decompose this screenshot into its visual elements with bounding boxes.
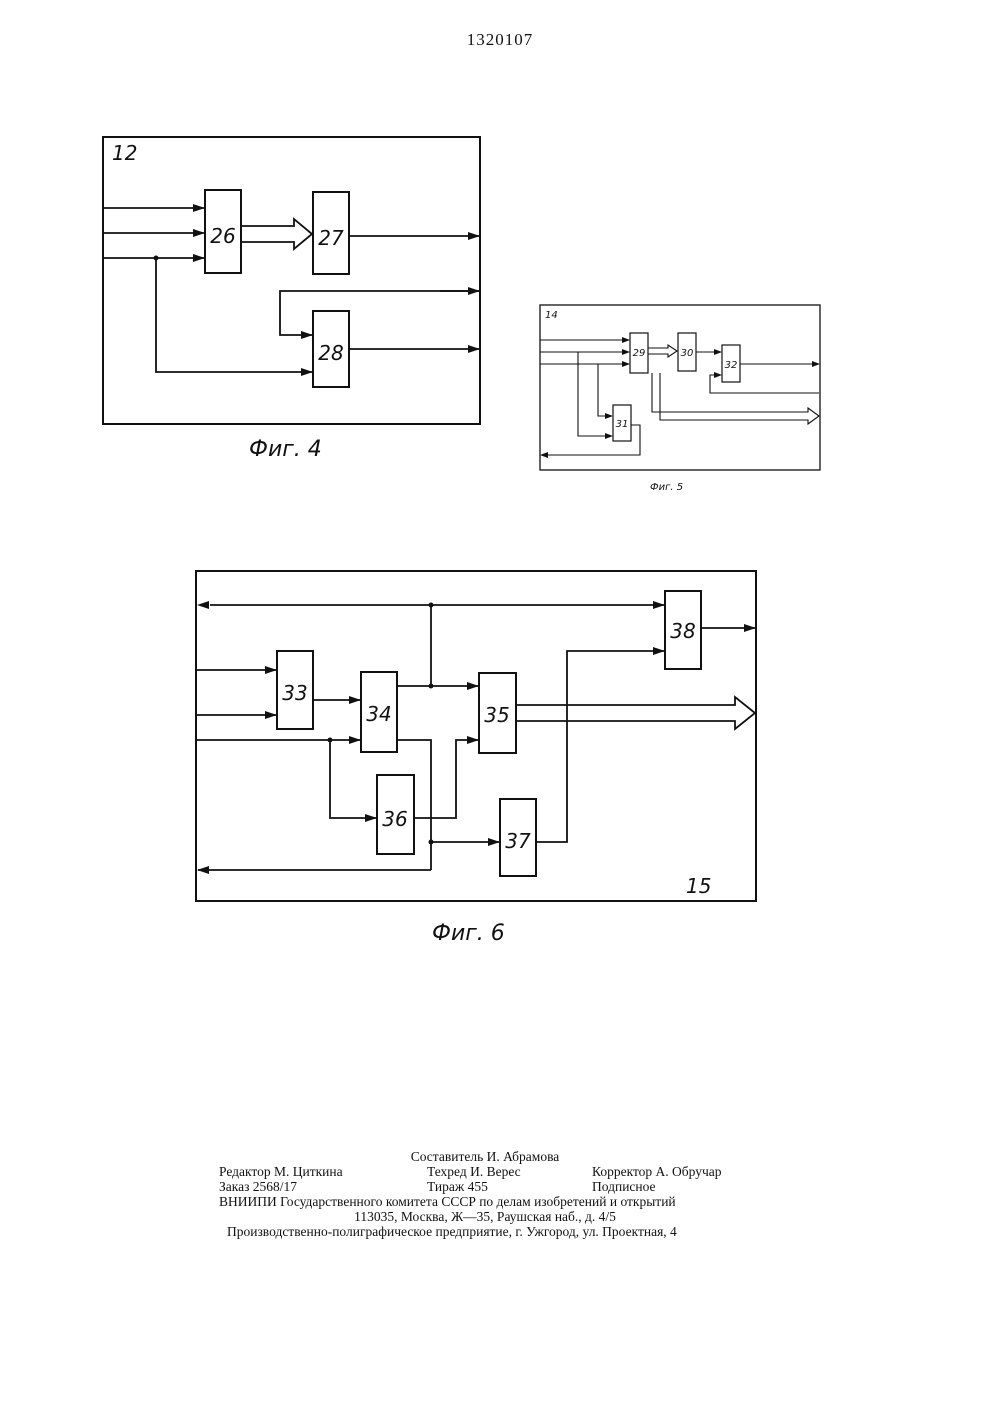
fig6-bus-output-35 [516, 697, 755, 729]
fig4-block-27-label: 27 [318, 226, 344, 250]
colophon-address: 113035, Москва, Ж—35, Раушская наб., д. … [215, 1209, 755, 1224]
fig4-frame [103, 137, 480, 424]
fig5-block-32-label: 32 [725, 360, 738, 371]
fig4-frame-label: 12 [112, 141, 137, 165]
fig4-block-28-label: 28 [318, 341, 343, 365]
colophon-techred: Техред И. Верес [427, 1164, 521, 1179]
fig4-line-to-28 [280, 291, 479, 335]
fig5-bus-29-30 [648, 345, 677, 357]
colophon-order: Заказ 2568/17 [219, 1179, 297, 1194]
fig5-block-30-label: 30 [681, 348, 694, 359]
fig6-line-37-38 [536, 651, 664, 842]
fig6-block-34-label: 34 [366, 702, 391, 726]
colophon-corrector: Корректор А. Обручар [592, 1164, 722, 1179]
colophon-circulation: Тираж 455 [427, 1179, 488, 1194]
fig6-block-35-label: 35 [484, 703, 509, 727]
fig6-block-36-label: 36 [382, 807, 407, 831]
fig6-caption: Фиг. 6 [432, 921, 505, 946]
fig5-branch-to-31-b [598, 364, 612, 416]
fig5-frame [540, 305, 820, 470]
fig6-block-33-label: 33 [282, 681, 307, 705]
fig4-bus-arrow-26-27 [241, 219, 312, 249]
colophon: Составитель И. Абрамова Редактор М. Цитк… [215, 1149, 755, 1239]
fig4-caption: Фиг. 4 [249, 437, 322, 462]
fig5-block-31-label: 31 [616, 419, 629, 430]
colophon-printer: Производственно-полиграфическое предприя… [227, 1224, 677, 1239]
colophon-org: ВНИИПИ Государственного комитета СССР по… [219, 1194, 676, 1209]
fig6-frame-label: 15 [686, 874, 711, 898]
colophon-compiler: Составитель И. Абрамова [215, 1149, 755, 1164]
fig6-line-36-35 [414, 740, 478, 818]
fig6-top-bus-left-arrow [197, 601, 209, 609]
fig5-caption: Фиг. 5 [650, 482, 683, 493]
fig5-block-29-label: 29 [633, 348, 646, 359]
fig5-frame-label: 14 [545, 310, 558, 321]
fig6-block-38-label: 38 [670, 619, 695, 643]
fig5-branch-to-31-a [578, 352, 612, 436]
fig4-branch-to-28 [156, 258, 312, 372]
fig4-block-26-label: 26 [210, 224, 235, 248]
colophon-subscription: Подписное [592, 1179, 656, 1194]
fig6-junction-34 [429, 684, 434, 689]
fig6-block-37-label: 37 [505, 829, 531, 853]
colophon-editor: Редактор М. Циткина [219, 1164, 343, 1179]
